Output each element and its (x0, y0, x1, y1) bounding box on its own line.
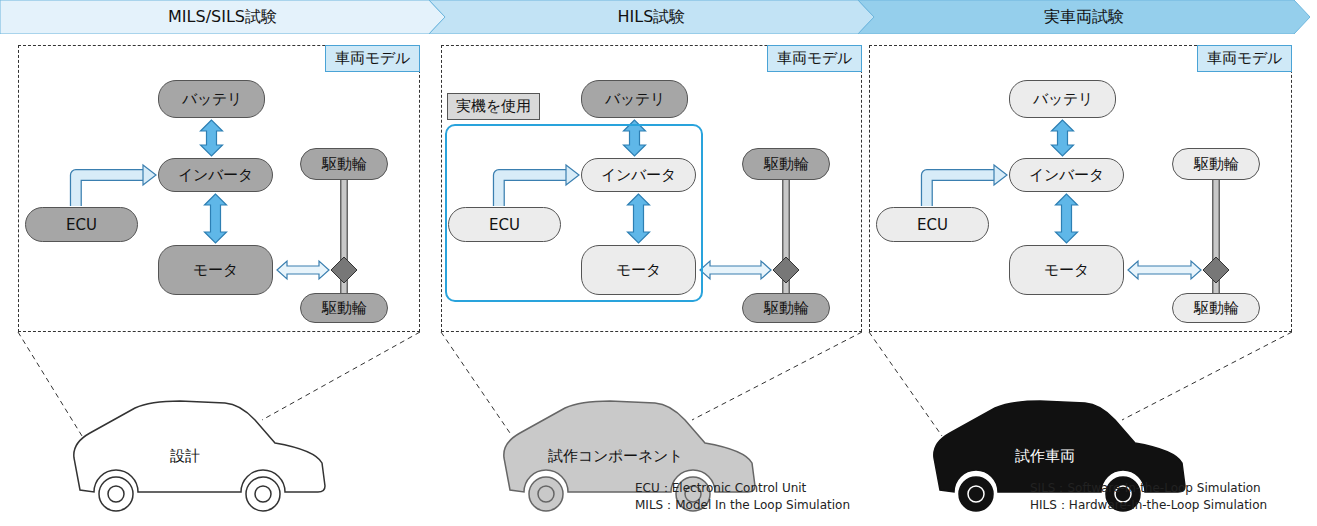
component-label: ECU (489, 216, 520, 234)
stage-chevron: 実車両試験 (858, 0, 1310, 34)
power-flow-arrow (628, 194, 650, 243)
power-flow-arrow (205, 194, 227, 243)
component-box: ECU (876, 207, 989, 242)
component-box: バッテリ (581, 80, 688, 118)
power-flow-arrow (201, 120, 223, 156)
component-label: バッテリ (1033, 90, 1093, 109)
abbreviation-note: ECU：Electronic Control Unit (635, 480, 806, 497)
group-heading: 実機を使用 (447, 93, 540, 120)
panel-heading: 車両モデル (325, 45, 420, 72)
component-box: 駆動輪 (1172, 293, 1260, 323)
abbreviation-note: HILS：Hardware-In-the-Loop Simulation (1030, 497, 1267, 514)
hardware-group: 実機を使用インバータECUモータ (445, 124, 703, 302)
stage-title: HILS試験 (618, 7, 686, 28)
car-label: 設計 (170, 447, 200, 466)
component-label: 駆動輪 (1194, 155, 1239, 174)
component-box: 駆動輪 (300, 293, 388, 323)
component-label: 駆動輪 (764, 299, 809, 318)
stage-title: 実車両試験 (1044, 7, 1124, 28)
component-label: ECU (917, 216, 948, 234)
stage-chevron: MILS/SILS試験 (0, 0, 445, 34)
control-signal-arrow (499, 165, 579, 206)
control-signal-arrow (76, 165, 156, 206)
power-flow-arrow (1052, 120, 1074, 156)
car-illustration: 試作コンポーネント (490, 398, 760, 513)
control-signal-arrow (927, 165, 1007, 206)
panel-heading: 車両モデル (767, 45, 862, 72)
abbreviation-note: MILS：Model In the Loop Simulation (635, 497, 850, 514)
component-label: インバータ (178, 166, 253, 185)
component-box: バッテリ (158, 80, 265, 118)
component-box: インバータ (1009, 158, 1124, 192)
component-box: 駆動輪 (742, 293, 830, 323)
component-label: 駆動輪 (1194, 299, 1239, 318)
component-label: インバータ (601, 166, 676, 185)
component-box: モータ (1009, 245, 1124, 295)
car-label: 試作コンポーネント (548, 447, 683, 466)
component-box: バッテリ (1009, 80, 1116, 118)
component-label: バッテリ (182, 90, 242, 109)
component-label: インバータ (1029, 166, 1104, 185)
power-flow-arrow (1056, 194, 1078, 243)
car-illustration: 試作車両 (920, 398, 1190, 513)
car-illustration: 設計 (60, 398, 330, 513)
component-box: ECU (25, 207, 138, 242)
motor-differential-arrows (277, 261, 1201, 279)
component-label: 駆動輪 (322, 155, 367, 174)
component-label: ECU (66, 216, 97, 234)
stage-title: MILS/SILS試験 (168, 7, 277, 28)
panel-heading: 車両モデル (1197, 45, 1292, 72)
component-box: ECU (448, 207, 561, 242)
component-box: 駆動輪 (1172, 148, 1260, 180)
stage-chevron: HILS試験 (429, 0, 874, 34)
component-box: インバータ (158, 158, 273, 192)
component-box: 駆動輪 (742, 148, 830, 180)
abbreviation-note: SILS：Software-In-the-Loop Simulation (1030, 480, 1261, 497)
component-label: 駆動輪 (322, 299, 367, 318)
component-box: インバータ (581, 158, 696, 192)
vehicle-model-panel: 車両モデルバッテリインバータECUモータ駆動輪駆動輪 (18, 45, 420, 332)
car-label: 試作車両 (1015, 447, 1075, 466)
component-box: 駆動輪 (300, 148, 388, 180)
component-label: モータ (616, 261, 661, 280)
component-label: 駆動輪 (764, 155, 809, 174)
vehicle-model-panel: 車両モデルバッテリインバータECUモータ駆動輪駆動輪 (869, 45, 1292, 332)
vehicle-model-panel: 車両モデル実機を使用インバータECUモータバッテリ駆動輪駆動輪 (441, 45, 862, 332)
component-box: モータ (581, 245, 696, 295)
component-box: モータ (158, 245, 273, 295)
component-label: バッテリ (605, 90, 665, 109)
component-label: モータ (193, 261, 238, 280)
component-label: モータ (1044, 261, 1089, 280)
